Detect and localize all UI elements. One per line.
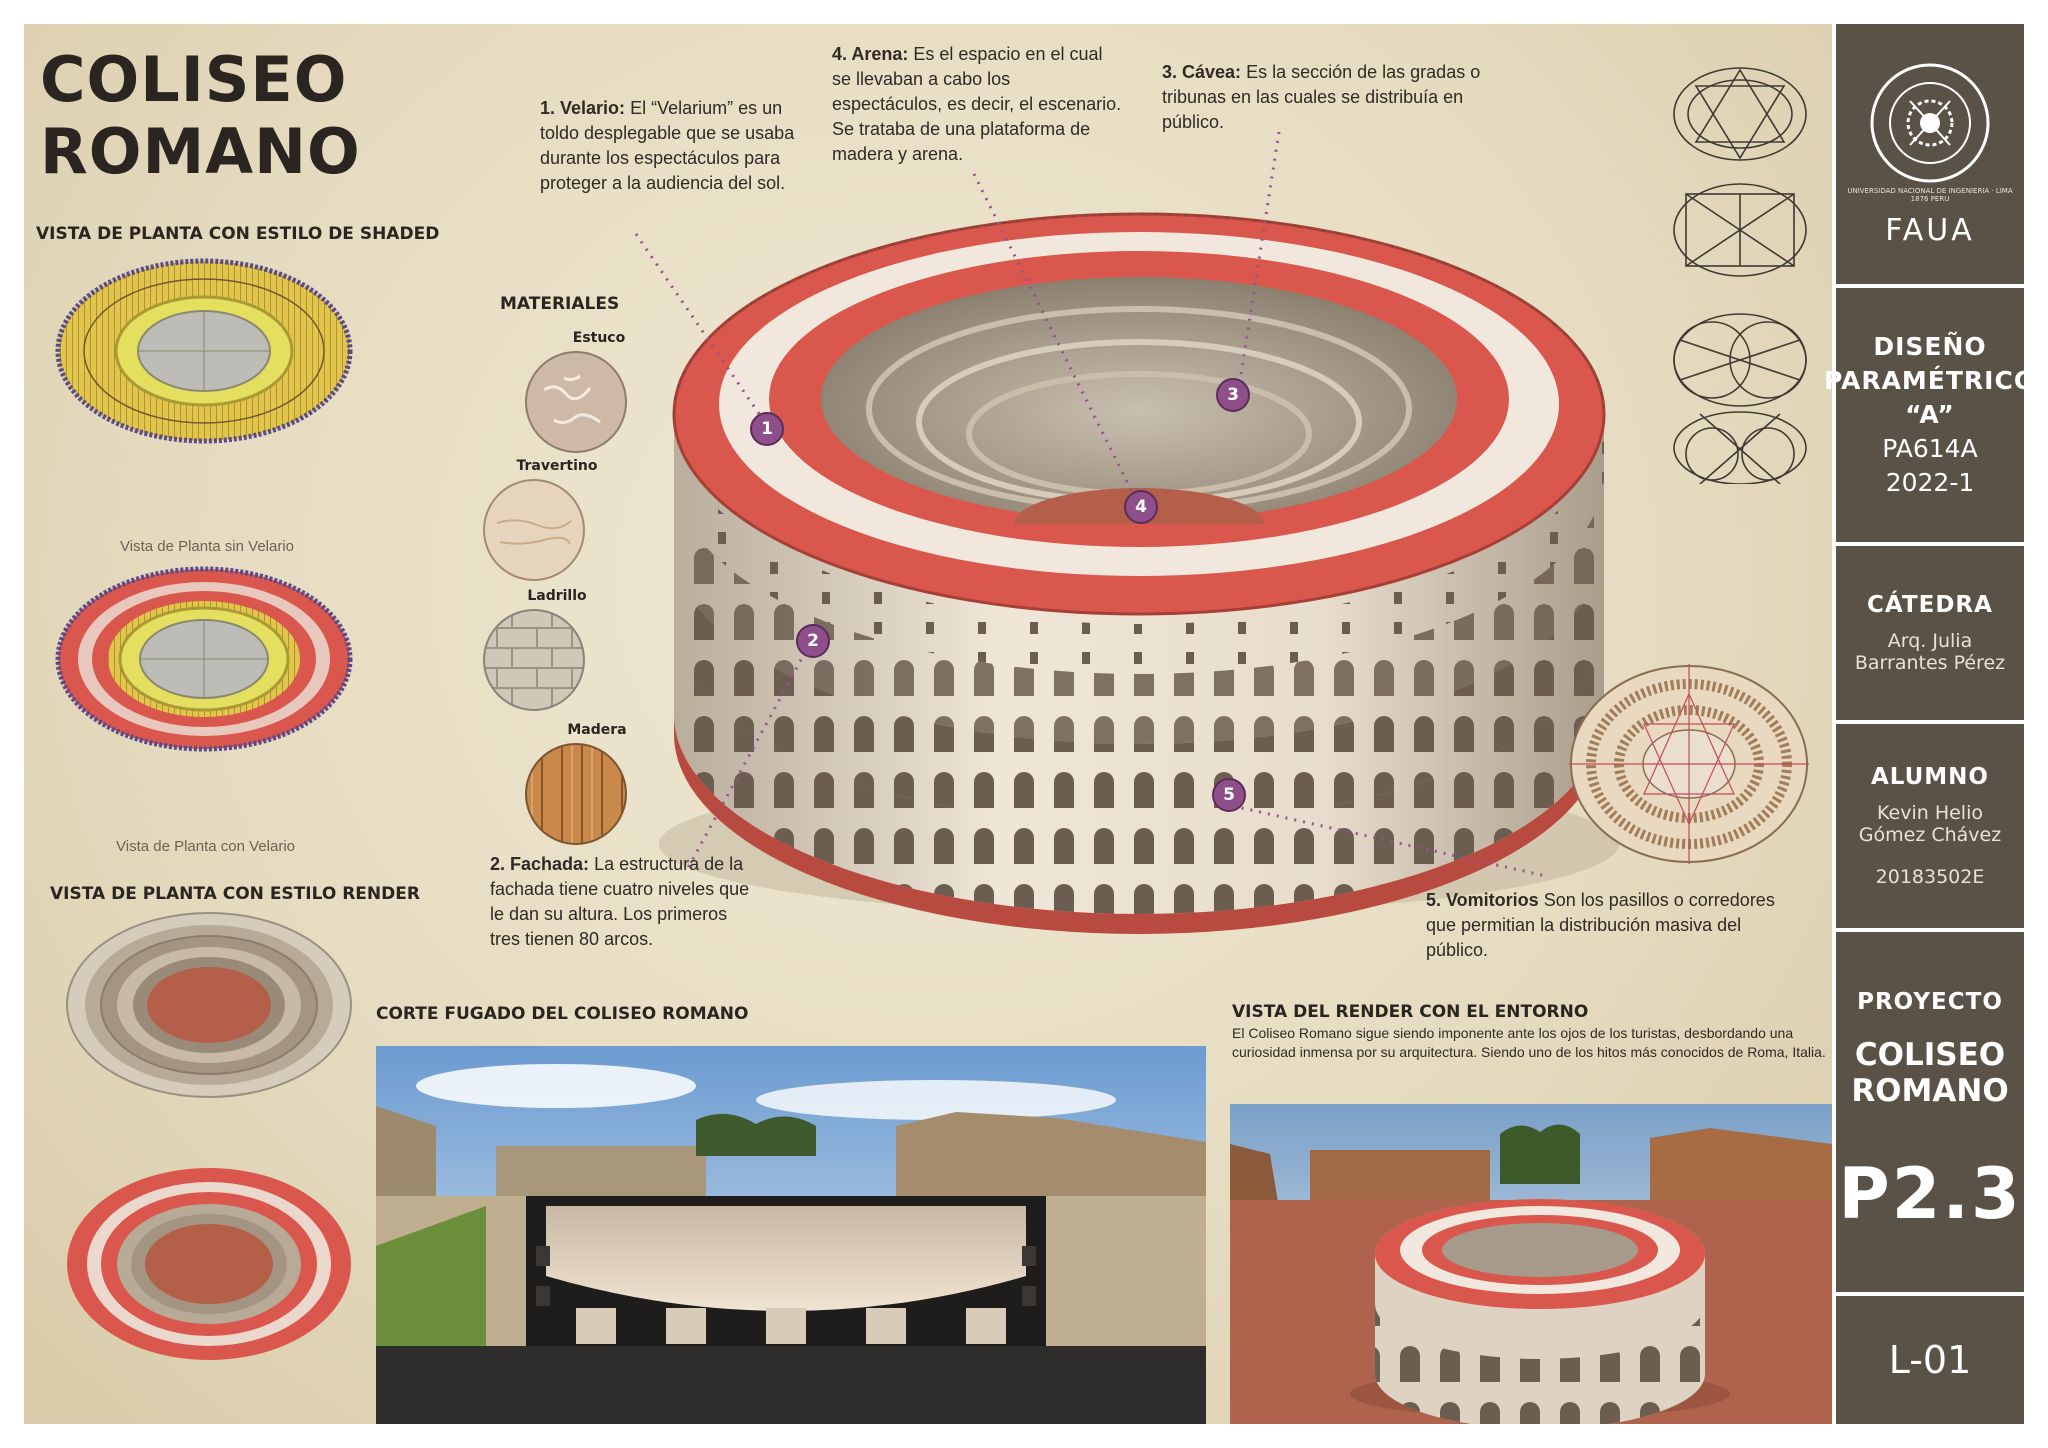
material-label-ladrillo: Ladrillo <box>527 588 587 604</box>
material-swatch-madera <box>525 743 627 845</box>
marker-vomitorios: 5 <box>1212 778 1246 812</box>
section-title-plan-render: VISTA DE PLANTA CON ESTILO RENDER <box>50 884 420 904</box>
sidebar-alumno-block: ALUMNO Kevin Helio Gómez Chávez 20183502… <box>1836 724 2024 932</box>
note-arena: 4. Arena: Es el espacio en el cual se ll… <box>832 44 1122 164</box>
colosseum-3d-render <box>659 212 1619 934</box>
material-swatch-travertino <box>483 479 585 581</box>
sidebar-logo-block: UNIVERSIDAD NACIONAL DE INGENIERIA · LIM… <box>1836 24 2024 288</box>
seal-text: UNIVERSIDAD NACIONAL DE INGENIERIA · LIM… <box>1847 186 2013 203</box>
caption-with-velario: Vista de Planta con Velario <box>116 838 296 855</box>
sheet-code: P2.3 <box>1838 1153 2022 1235</box>
marker-cavea: 3 <box>1216 378 1250 412</box>
plan-render-no-velario <box>66 912 352 1098</box>
marker-velario: 1 <box>750 412 784 446</box>
note-cavea: 3. Cávea: Es la sección de las gradas o … <box>1162 62 1481 132</box>
sheet-number: L-01 <box>1888 1338 1972 1382</box>
annotation-leader-lines <box>634 131 1547 878</box>
sidebar-course-block: DISEÑO PARAMÉTRICO “A” PA614A 2022-1 <box>1824 288 2035 546</box>
section-title-render-env: VISTA DEL RENDER CON EL ENTORNO <box>1232 1002 1589 1022</box>
plan-shaded-with-velario <box>55 566 353 752</box>
marker-fachada: 2 <box>796 624 830 658</box>
note-vomitorios: 5. Vomitorios Son los pasillos o corredo… <box>1426 890 1775 960</box>
section-title-materials: MATERIALES <box>500 294 620 314</box>
sidebar-sheet-number-block: L-01 <box>1836 1296 2024 1424</box>
material-label-travertino: Travertino <box>516 458 598 474</box>
material-swatch-estuco <box>525 351 627 453</box>
main-title: COLISEO ROMANO <box>40 43 361 188</box>
sidebar-catedra-block: CÁTEDRA Arq. Julia Barrantes Pérez <box>1836 546 2024 724</box>
note-fachada: 2. Fachada: La estructura de la fachada … <box>490 854 750 949</box>
faculty-logo: FAUA <box>1885 212 1975 248</box>
render-description: El Coliseo Romano sigue siendo imponente… <box>1232 1025 1826 1060</box>
presentation-sheet: COLISEO ROMANO VISTA DE PLANTA CON ESTIL… <box>24 24 1832 1424</box>
caption-without-velario: Vista de Planta sin Velario <box>120 538 295 555</box>
material-label-estuco: Estuco <box>572 330 626 346</box>
university-seal-icon <box>1870 63 1990 182</box>
section-title-section-cut: CORTE FUGADO DEL COLISEO ROMANO <box>376 1004 749 1024</box>
material-swatch-ladrillo <box>483 609 585 711</box>
note-velario: 1. Velario: El “Velarium” es un toldo de… <box>540 98 795 193</box>
section-title-plan-shaded: VISTA DE PLANTA CON ESTILO DE SHADED <box>36 224 440 244</box>
marker-arena: 4 <box>1124 490 1158 524</box>
title-block-sidebar: UNIVERSIDAD NACIONAL DE INGENIERIA · LIM… <box>1824 24 2035 1424</box>
plan-render-with-velario <box>67 1168 351 1360</box>
section-cut-render <box>376 1046 1206 1424</box>
sidebar-project-block: PROYECTO COLISEO ROMANO P2.3 <box>1836 932 2024 1296</box>
render-with-environment <box>1230 1104 1832 1424</box>
plan-shaded-no-velario <box>55 258 353 444</box>
geometric-construction-diagrams <box>1673 67 1807 484</box>
material-label-madera: Madera <box>567 722 627 738</box>
geometric-plan-diagram <box>1569 664 1809 864</box>
